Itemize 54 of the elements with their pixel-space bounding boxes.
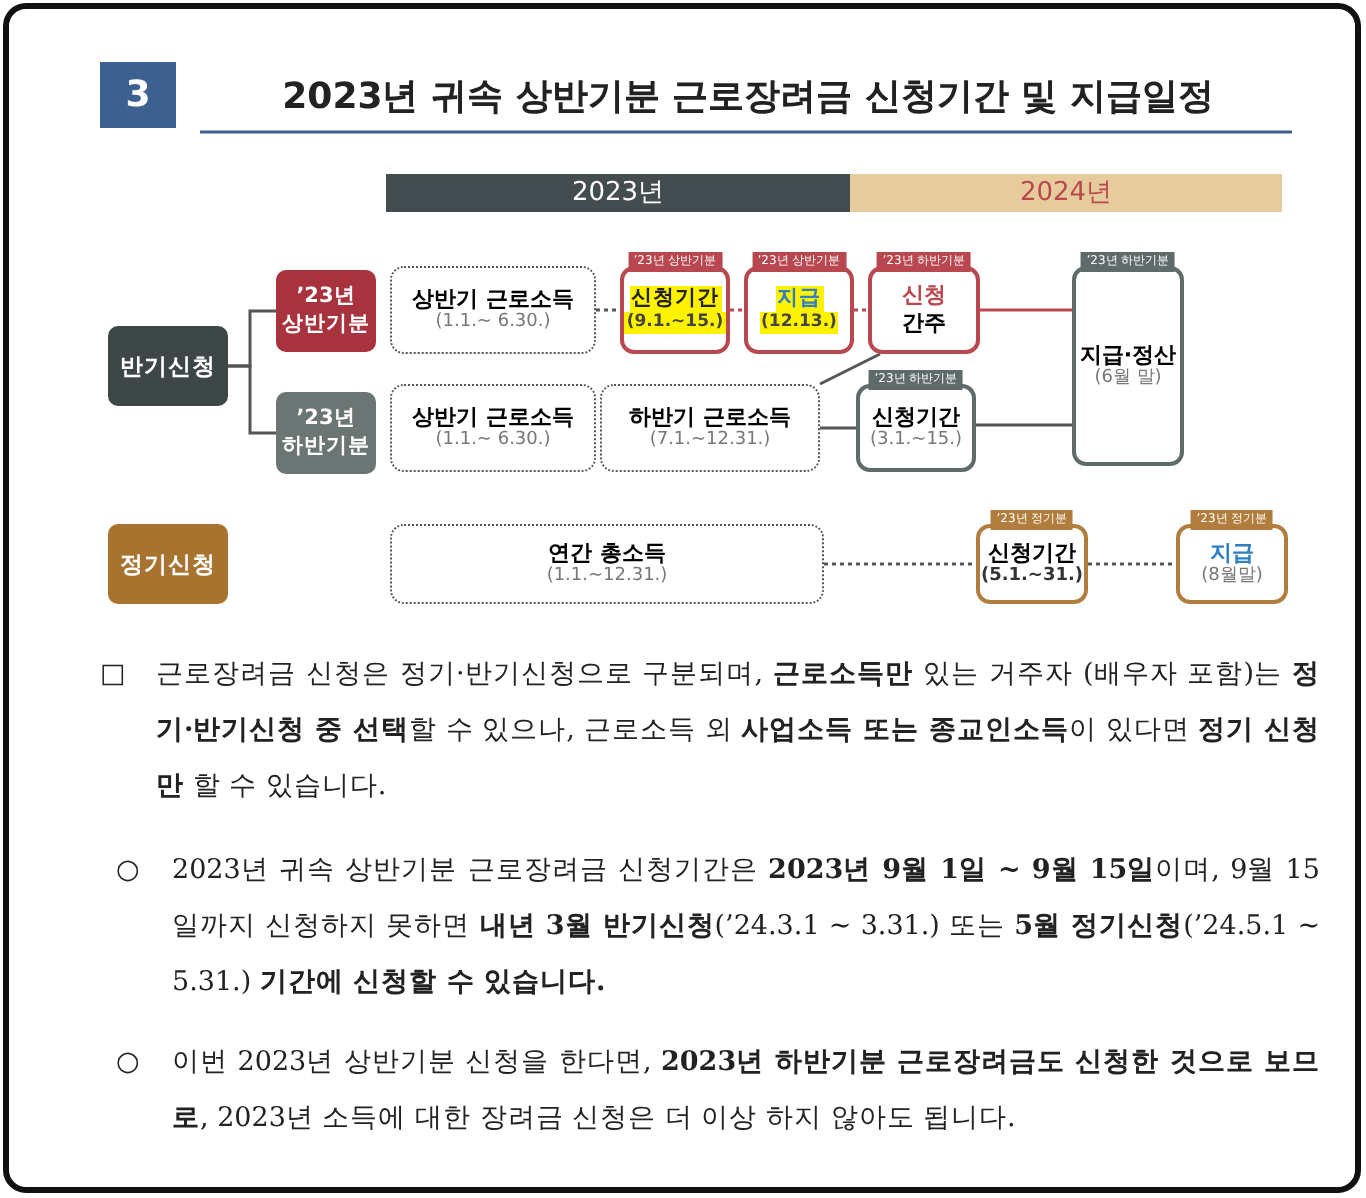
node-label: 신청기간: [988, 539, 1076, 566]
node-label: 간주: [902, 310, 946, 338]
node-label: 지급: [775, 286, 823, 313]
node-label: 연간 총소득: [548, 539, 666, 566]
section-number: 3: [100, 62, 176, 128]
date-label: (5.1.~31.): [980, 566, 1084, 589]
connector-line: [980, 308, 1072, 312]
date-label: (7.1.~12.31.): [649, 430, 771, 453]
date-label: (1.1.~ 6.30.): [435, 312, 551, 335]
bullet: ○: [116, 1044, 140, 1082]
category-label: ’23년 하반기분: [282, 406, 370, 460]
connector-line: [854, 308, 868, 312]
node-label: 상반기 근로소득: [412, 285, 574, 312]
paragraph: 이번 2023년 상반기분 신청을 한다면, 2023년 하반기분 근로장려금도 신청한 것으로 보므로, 2023년 소득에 대한 장려금 신청은 더 이상 하지 않아도 됩니다.: [172, 1044, 1320, 1138]
connector-line: [1088, 562, 1176, 566]
node-label: 신청기간: [629, 286, 721, 313]
node-label: 하반기 근로소득: [629, 403, 791, 430]
category-label: 반기신청: [118, 351, 218, 381]
date-label: (6월 말): [1094, 368, 1162, 391]
node-label: 지급: [1210, 539, 1254, 566]
category-box: [276, 392, 376, 474]
connector-line: [824, 562, 976, 566]
date-label: (8월말): [1201, 566, 1263, 589]
year-header-bar: 2024년: [850, 174, 1282, 212]
title: 2023년 귀속 상반기분 근로장려금 신청기간 및 지급일정: [280, 74, 1216, 120]
connector-line: [730, 308, 744, 312]
bullet: □: [100, 656, 126, 694]
date-label: (9.1.~15.): [624, 312, 726, 334]
category-label: ’23년 상반기분: [282, 284, 370, 338]
node-label: 신청: [902, 282, 946, 310]
period-box: [390, 266, 596, 354]
category-label: 정기신청: [118, 549, 218, 579]
node-label: 지급·정산: [1079, 341, 1177, 368]
paragraph: 2023년 귀속 상반기분 근로장려금 신청기간은 2023년 9월 1일 ~ 9월 15일이며, 9월 15일까지 신청하지 못하면 내년 3월 반기신청(’24.3.1 ~ 3.31.) 또는 5월 정기신청(’24.5.1 ~ 5.31.) 기간에 신청할 수 있습니다.: [172, 852, 1320, 1002]
connector-line: [596, 308, 620, 312]
date-label: (3.1.~15.): [869, 430, 963, 453]
connector-line: [228, 364, 276, 435]
connector-line: [820, 426, 856, 430]
period-box: [600, 384, 820, 472]
period-box: [390, 524, 824, 604]
connector-line: [976, 423, 1072, 427]
period-box: [390, 384, 596, 472]
date-label: (12.13.): [759, 312, 839, 334]
date-label: (1.1.~12.31.): [546, 566, 668, 589]
category-box: [276, 270, 376, 352]
bullet: ○: [116, 852, 140, 890]
year-header-bar: 2023년: [386, 174, 850, 212]
category-box: [108, 524, 228, 604]
node-label: 상반기 근로소득: [412, 403, 574, 430]
category-box: [108, 326, 228, 406]
connector-line: [819, 352, 881, 386]
node-label: 신청기간: [872, 403, 960, 430]
date-label: (1.1.~ 6.30.): [435, 430, 551, 453]
paragraph: 근로장려금 신청은 정기·반기신청으로 구분되며, 근로소득만 있는 거주자 (배우자 포함)는 정기·반기신청 중 선택할 수 있으나, 근로소득 외 사업소득 또는 종교인소득이 있다면 정기 신청만 할 수 있습니다.: [156, 656, 1320, 806]
